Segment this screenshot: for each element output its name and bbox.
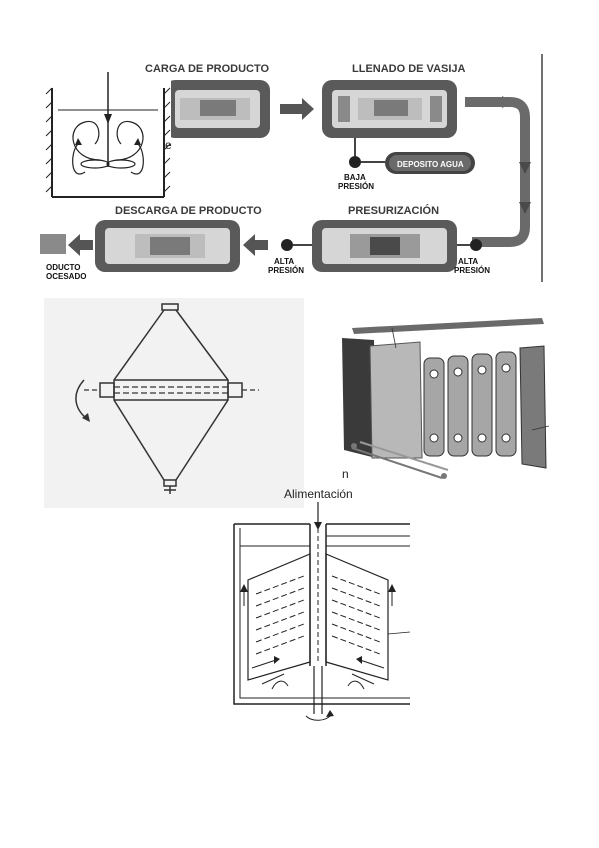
double-cone-diagram (44, 298, 304, 508)
stage-unload-title: DESCARGA DE PRODUCTO (115, 205, 262, 217)
cycle-return-arrow (465, 97, 530, 247)
low-pressure-label-2: PRESIÓN (338, 182, 374, 191)
stage-load-title: CARGA DE PRODUCTO (145, 63, 270, 75)
processed-product-box (40, 234, 66, 254)
vessel-unload (95, 220, 240, 272)
vessel-fill (322, 80, 457, 138)
water-tank (385, 152, 475, 174)
vessel-load (165, 80, 270, 138)
arrow-pressurize-to-unload (243, 234, 268, 256)
plate-exchanger-partial-label: n (342, 467, 349, 481)
feed-label: Alimentación (284, 487, 353, 501)
processed-label-1: ODUCTO (46, 263, 81, 272)
high-pressure-a-label-2: PRESIÓN (268, 266, 304, 275)
mixer-partial-label: e (165, 138, 172, 152)
stage-fill-title: LLENADO DE VASIJA (352, 63, 466, 75)
arrow-load-to-fill (280, 98, 314, 120)
processed-label-2: OCESADO (46, 272, 86, 281)
high-pressure-pump-a-icon (281, 239, 293, 251)
low-pressure-pump-icon (349, 156, 361, 168)
vessel-pressurize (312, 220, 457, 272)
centrifugal-separator-diagram: Alimentación (233, 487, 411, 721)
stage-pressurize-title: PRESURIZACIÓN (348, 204, 439, 217)
hpp-cycle-diagram: CARGA DE PRODUCTO LLENADO DE VASIJA PRES… (40, 54, 543, 282)
plate-heat-exchanger-photo: n (332, 318, 550, 486)
high-pressure-b-label-1: ALTA (458, 257, 478, 266)
high-pressure-pump-b-icon (470, 239, 482, 251)
mixing-tank-sketch (45, 72, 171, 200)
rotation-arrow-icon (75, 379, 87, 419)
water-tank-label: DEPOSITO AGUA (397, 160, 464, 169)
arrow-unload-to-processed (68, 234, 93, 256)
high-pressure-a-label-1: ALTA (274, 257, 294, 266)
low-pressure-label-1: BAJA (344, 173, 366, 182)
high-pressure-b-label-2: PRESIÓN (454, 266, 490, 275)
